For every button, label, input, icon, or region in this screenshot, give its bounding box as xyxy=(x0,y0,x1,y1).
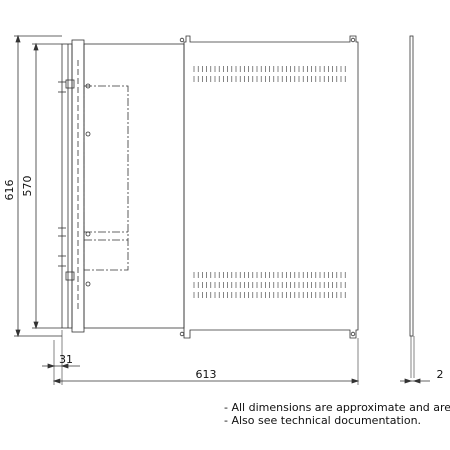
left-chassis xyxy=(83,43,185,329)
label-width: 613 xyxy=(196,368,217,381)
note-technical-documentation: - Also see technical documentation. xyxy=(224,414,422,427)
label-depth: 31 xyxy=(59,353,73,366)
ventilation-slots xyxy=(193,66,346,298)
label-inner-height: 570 xyxy=(21,176,34,197)
label-thickness: 2 xyxy=(437,368,444,381)
note-approximate-dimensions: - All dimensions are approximate and are… xyxy=(224,401,450,414)
front-panel xyxy=(61,43,73,329)
side-view-plate xyxy=(409,35,414,337)
inner-outline xyxy=(83,85,129,271)
main-plate xyxy=(183,35,359,339)
label-total-height: 616 xyxy=(3,180,16,201)
